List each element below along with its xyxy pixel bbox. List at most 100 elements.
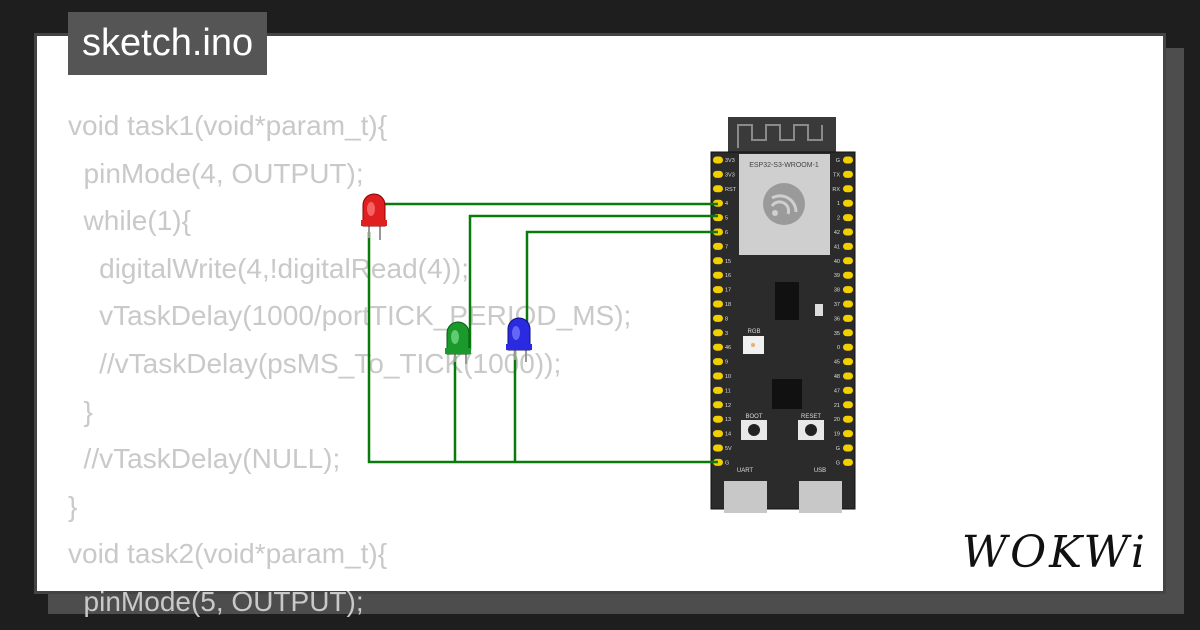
pin-pad[interactable] bbox=[713, 156, 723, 164]
main-chip bbox=[772, 379, 802, 409]
pin-label: 39 bbox=[834, 273, 840, 279]
pin-label: G bbox=[836, 446, 840, 452]
pin-label: 20 bbox=[834, 417, 840, 423]
pin-label: 9 bbox=[725, 360, 728, 366]
preview-card bbox=[34, 33, 1166, 594]
pin-pad[interactable] bbox=[713, 286, 723, 294]
pin-pad[interactable] bbox=[843, 401, 853, 409]
led-red[interactable] bbox=[361, 193, 387, 240]
pin-pad[interactable] bbox=[843, 228, 853, 236]
reset-button-cap bbox=[805, 424, 817, 436]
pin-pad[interactable] bbox=[843, 300, 853, 308]
pin-pad[interactable] bbox=[843, 444, 853, 452]
pin-pad[interactable] bbox=[843, 415, 853, 423]
pin-pad[interactable] bbox=[713, 271, 723, 279]
pin-pad[interactable] bbox=[713, 444, 723, 452]
pin-pad[interactable] bbox=[843, 286, 853, 294]
pin-pad[interactable] bbox=[843, 372, 853, 380]
wire-red-ground[interactable] bbox=[367, 232, 718, 464]
pin-label: TX bbox=[833, 172, 840, 178]
espressif-logo-icon bbox=[763, 183, 805, 225]
pin-pad[interactable] bbox=[843, 214, 853, 222]
wire-green-signal[interactable] bbox=[468, 214, 718, 350]
pin-label: 10 bbox=[725, 374, 731, 380]
pin-label: 19 bbox=[834, 432, 840, 438]
pin-pad[interactable] bbox=[713, 343, 723, 351]
wire-blue-signal[interactable] bbox=[525, 230, 718, 349]
pin-label: 48 bbox=[834, 374, 840, 380]
code-line: void task1(void*param_t){ bbox=[68, 110, 388, 141]
chip-small bbox=[775, 282, 799, 320]
pin-pad[interactable] bbox=[713, 401, 723, 409]
code-line: pinMode(4, OUTPUT); bbox=[68, 157, 364, 189]
pin-label: 5V bbox=[725, 446, 732, 452]
pin-pad[interactable] bbox=[843, 358, 853, 366]
pin-label: 11 bbox=[725, 388, 731, 394]
pin-pad[interactable] bbox=[713, 257, 723, 265]
pin-pad[interactable] bbox=[843, 386, 853, 394]
pin-pad[interactable] bbox=[713, 300, 723, 308]
pin-pad[interactable] bbox=[843, 170, 853, 178]
pin-label: 18 bbox=[725, 302, 731, 308]
code-line: } bbox=[68, 490, 78, 522]
code-line: } bbox=[68, 395, 93, 427]
antenna-trace bbox=[737, 124, 823, 148]
pin-label: 3V3 bbox=[725, 172, 735, 178]
pin-label: 3 bbox=[725, 331, 728, 337]
boot-button-cap bbox=[748, 424, 760, 436]
uart-port bbox=[724, 481, 767, 513]
file-name-label: sketch.ino bbox=[68, 12, 268, 75]
wires bbox=[367, 202, 718, 464]
pin-pad[interactable] bbox=[843, 329, 853, 337]
pin-pad[interactable] bbox=[843, 185, 853, 193]
pin-pad[interactable] bbox=[843, 314, 853, 322]
code-line: void task2(void*param_t){ bbox=[68, 538, 388, 570]
wokwi-logo: WOKWi bbox=[961, 527, 1148, 578]
pin-pad[interactable] bbox=[713, 185, 723, 193]
pin-pad[interactable] bbox=[843, 430, 853, 438]
pin-label: 47 bbox=[834, 388, 840, 394]
pin-label: 14 bbox=[725, 432, 731, 438]
pin-label: 0 bbox=[837, 345, 840, 351]
pin-pad[interactable] bbox=[843, 343, 853, 351]
pin-label: 46 bbox=[725, 345, 731, 351]
pin-pad[interactable] bbox=[713, 329, 723, 337]
pin-label: 2 bbox=[837, 216, 840, 222]
antenna-area bbox=[728, 117, 836, 157]
pin-label: 37 bbox=[834, 302, 840, 308]
pin-pad[interactable] bbox=[843, 458, 853, 466]
pin-label: 41 bbox=[834, 244, 840, 250]
module-label: ESP32-S3-WROOM-1 bbox=[749, 162, 819, 169]
pin-label: 1 bbox=[837, 201, 840, 207]
led-indicator bbox=[815, 304, 823, 316]
usb-label: USB bbox=[814, 468, 826, 474]
pin-label: G bbox=[836, 460, 840, 466]
pin-label: 3V3 bbox=[725, 158, 735, 164]
pin-pad[interactable] bbox=[843, 257, 853, 265]
pin-pad[interactable] bbox=[843, 271, 853, 279]
led-green[interactable] bbox=[445, 321, 471, 364]
pin-label: RST bbox=[725, 187, 737, 193]
pin-pad[interactable] bbox=[843, 199, 853, 207]
rgb-led-dot bbox=[751, 343, 755, 347]
pin-pad[interactable] bbox=[713, 242, 723, 250]
pin-pad[interactable] bbox=[713, 415, 723, 423]
pin-label: 38 bbox=[834, 288, 840, 294]
led-blue[interactable] bbox=[506, 317, 532, 362]
pin-pad[interactable] bbox=[713, 358, 723, 366]
pin-pad[interactable] bbox=[713, 430, 723, 438]
pin-pad[interactable] bbox=[713, 372, 723, 380]
pin-pad[interactable] bbox=[713, 386, 723, 394]
reset-label: RESET bbox=[801, 414, 821, 420]
pin-pad[interactable] bbox=[713, 314, 723, 322]
pin-label: 8 bbox=[725, 316, 728, 322]
pin-label: 21 bbox=[834, 403, 840, 409]
pin-pad[interactable] bbox=[843, 156, 853, 164]
pin-label: 4 bbox=[725, 201, 728, 207]
pin-pad[interactable] bbox=[843, 242, 853, 250]
esp32-s3-board[interactable]: ESP32-S3-WROOM-1 RGB BOOT RESET UART USB… bbox=[710, 117, 856, 513]
pin-pad[interactable] bbox=[713, 170, 723, 178]
code-line: vTaskDelay(1000/portTICK_PERIOD_MS); bbox=[68, 300, 632, 332]
